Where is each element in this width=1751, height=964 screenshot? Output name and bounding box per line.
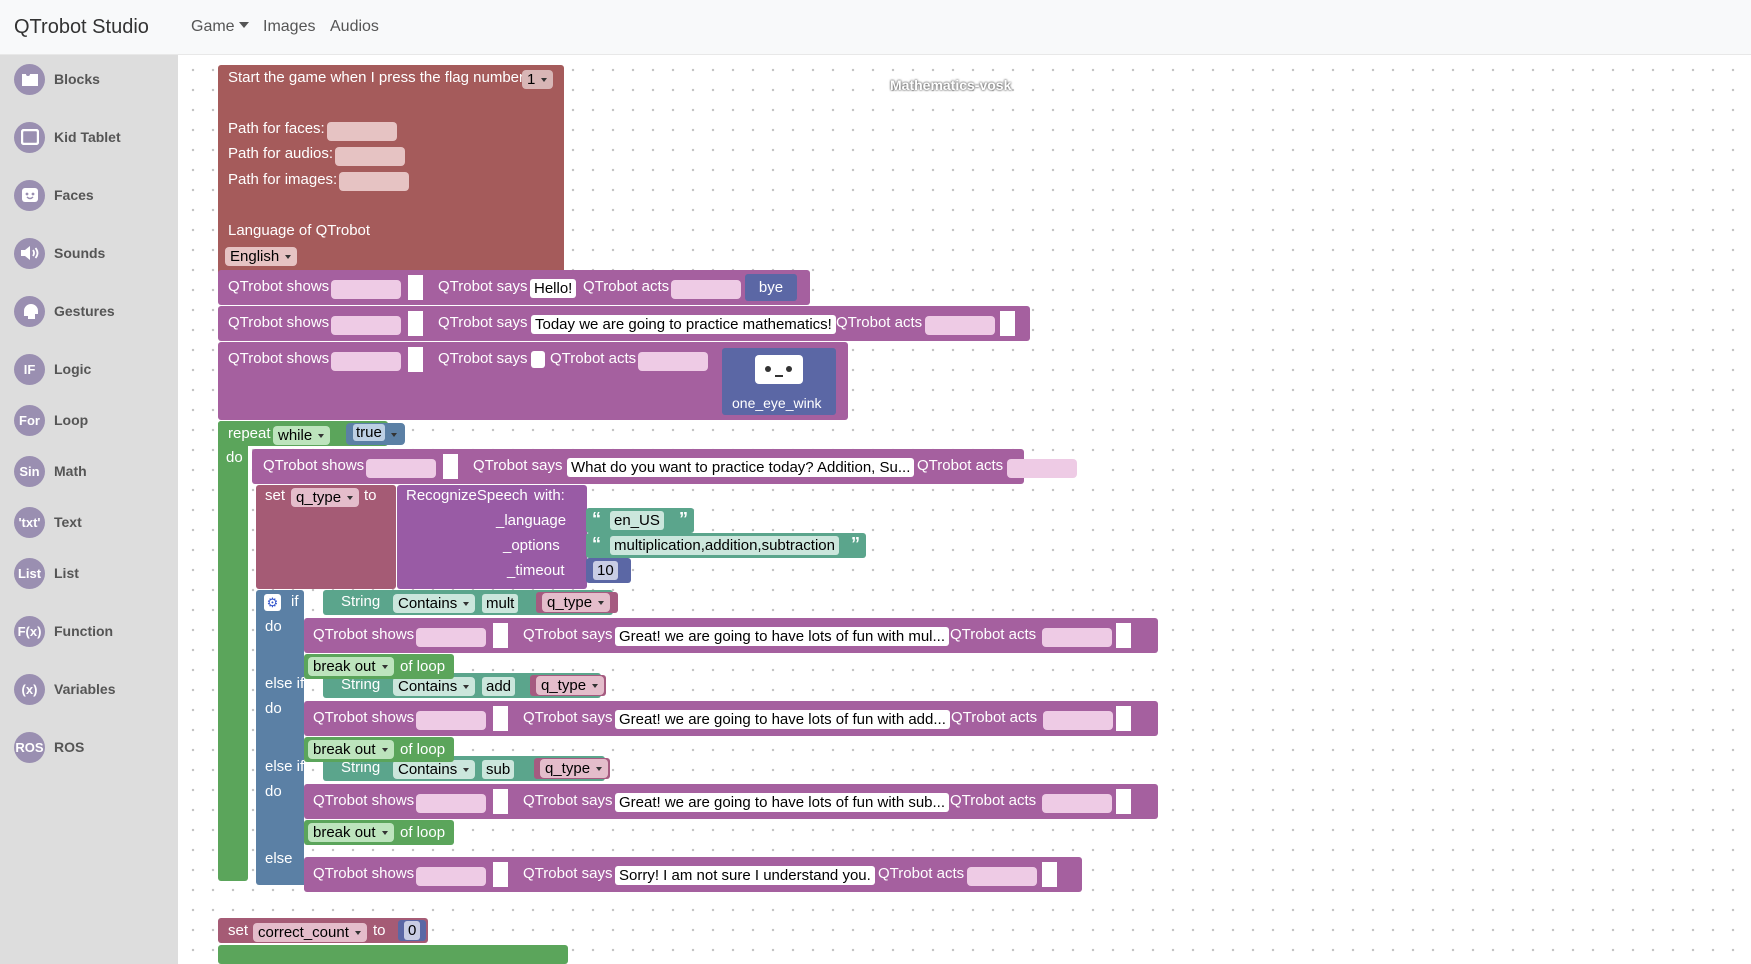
repeat-block[interactable] <box>218 421 248 881</box>
acts-field[interactable] <box>638 352 708 371</box>
say-text[interactable]: What do you want to practice today? Addi… <box>567 458 915 477</box>
list-badge: List <box>14 557 45 589</box>
brand[interactable]: QTrobot Studio <box>14 16 149 38</box>
head-icon <box>14 295 45 327</box>
acts-label: QTrobot acts <box>917 457 1004 474</box>
says-label: QTrobot says <box>438 278 528 295</box>
repeat-label: repeat <box>228 425 271 442</box>
category-faces[interactable]: Faces <box>14 178 94 212</box>
category-variables[interactable]: (x) Variables <box>14 672 116 706</box>
nav-game[interactable]: Game <box>191 18 249 36</box>
shows-label: QTrobot shows <box>263 457 365 474</box>
images-path-label: Path for images: <box>228 171 338 188</box>
acts-field[interactable] <box>925 316 995 335</box>
ros-badge: ROS <box>14 731 45 763</box>
wink-face-icon <box>755 355 803 384</box>
category-label: ROS <box>54 739 85 755</box>
acts-field[interactable] <box>671 280 741 299</box>
language-dropdown[interactable]: English <box>225 247 298 266</box>
category-label: Function <box>54 623 114 639</box>
shows-field[interactable] <box>331 352 401 371</box>
blocks-icon <box>14 63 45 95</box>
do-label: do <box>226 449 243 466</box>
nav-images[interactable]: Images <box>263 18 316 35</box>
category-ros[interactable]: ROS ROS <box>14 730 84 764</box>
category-label: Blocks <box>54 71 100 87</box>
category-function[interactable]: F(x) Function <box>14 614 113 648</box>
speaker-icon <box>14 237 45 269</box>
category-kid-tablet[interactable]: Kid Tablet <box>14 120 121 154</box>
input-socket[interactable] <box>443 454 458 479</box>
function-badge: F(x) <box>14 615 45 647</box>
category-text[interactable]: 'txt' Text <box>14 505 82 539</box>
input-socket[interactable] <box>408 275 423 300</box>
shows-field[interactable] <box>331 316 401 335</box>
shows-field[interactable] <box>331 280 401 299</box>
category-label: Variables <box>54 681 116 697</box>
input-socket[interactable] <box>408 311 423 336</box>
category-label: Logic <box>54 361 92 377</box>
category-blocks[interactable]: Blocks <box>14 62 100 96</box>
audios-path-label: Path for audios: <box>228 145 334 162</box>
shows-label: QTrobot shows <box>228 314 330 331</box>
say-text[interactable] <box>531 351 545 368</box>
faces-path-label: Path for faces: <box>228 120 325 137</box>
logic-badge: IF <box>14 353 45 385</box>
math-badge: Sin <box>14 455 45 487</box>
loop-badge: For <box>14 404 45 436</box>
start-label: Start the game when I press the flag num… <box>228 69 524 86</box>
category-logic[interactable]: IF Logic <box>14 352 91 386</box>
category-label: Kid Tablet <box>54 129 121 145</box>
chevron-down-icon <box>238 22 249 28</box>
blockly-workspace[interactable]: Mathematics-vosk Start the game when I p… <box>178 55 1751 964</box>
shows-label: QTrobot shows <box>228 350 330 367</box>
gesture-bye-block[interactable]: bye <box>745 274 797 301</box>
say-text[interactable]: Today we are going to practice mathemati… <box>531 315 836 334</box>
category-label: List <box>54 565 79 581</box>
acts-label: QTrobot acts <box>583 278 670 295</box>
true-dropdown[interactable]: true <box>353 424 385 441</box>
faces-path-field[interactable] <box>327 122 397 141</box>
input-socket[interactable] <box>408 347 423 372</box>
while-dropdown[interactable]: while <box>273 426 331 445</box>
input-socket[interactable] <box>1082 454 1097 479</box>
workspace-title: Mathematics-vosk <box>890 77 1012 93</box>
category-label: Text <box>54 514 82 530</box>
acts-field[interactable] <box>1007 459 1077 478</box>
variables-badge: (x) <box>14 673 45 705</box>
tablet-icon <box>14 121 45 153</box>
text-badge: 'txt' <box>14 506 45 538</box>
says-label: QTrobot says <box>438 350 528 367</box>
say-text[interactable]: Hello! <box>530 279 577 298</box>
top-navbar: QTrobot Studio Game Images Audios <box>0 0 1751 55</box>
category-label: Sounds <box>54 245 106 261</box>
says-label: QTrobot says <box>438 314 528 331</box>
images-path-field[interactable] <box>339 172 409 191</box>
gesture-wink-label: one_eye_wink <box>732 395 822 411</box>
category-label: Gestures <box>54 303 115 319</box>
category-label: Loop <box>54 412 89 428</box>
true-block[interactable]: true <box>346 423 405 445</box>
face-icon <box>14 179 45 211</box>
nav-audios[interactable]: Audios <box>330 18 379 35</box>
category-sounds[interactable]: Sounds <box>14 236 105 270</box>
category-list[interactable]: List List <box>14 556 79 590</box>
acts-label: QTrobot acts <box>550 350 637 367</box>
category-loop[interactable]: For Loop <box>14 403 88 437</box>
category-label: Faces <box>54 187 94 203</box>
language-label: Language of QTrobot <box>228 222 371 239</box>
toolbox-sidebar: Blocks Kid Tablet Faces Sounds Gestures … <box>0 55 178 964</box>
category-math[interactable]: Sin Math <box>14 454 87 488</box>
shows-field[interactable] <box>366 459 436 478</box>
input-socket[interactable] <box>1000 311 1015 336</box>
audios-path-field[interactable] <box>335 147 405 166</box>
shows-label: QTrobot shows <box>228 278 330 295</box>
acts-label: QTrobot acts <box>836 314 923 331</box>
category-gestures[interactable]: Gestures <box>14 294 115 328</box>
flag-dropdown[interactable]: 1 <box>522 70 554 89</box>
category-label: Math <box>54 463 87 479</box>
says-label: QTrobot says <box>473 457 563 474</box>
